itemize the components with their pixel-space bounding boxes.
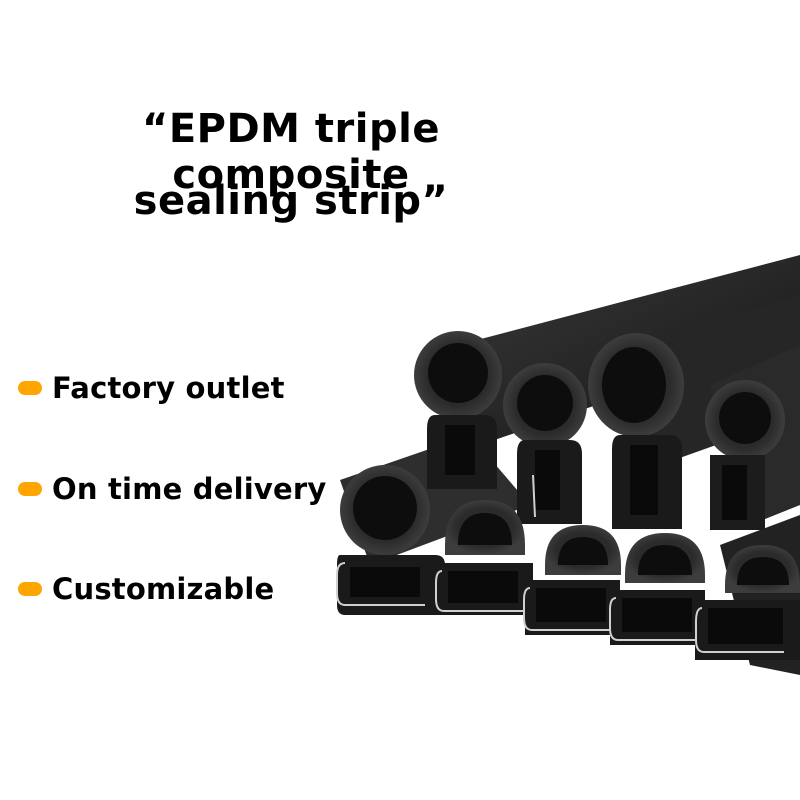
headline-line-1: “EPDM triple composite	[142, 106, 440, 198]
feature-label: On time delivery	[52, 472, 327, 506]
feature-on-time-delivery: On time delivery	[18, 472, 326, 506]
feature-label: Customizable	[52, 572, 275, 606]
rubber-sealing-strips-bundle-icon	[330, 245, 800, 685]
orange-bullet-icon	[18, 582, 42, 596]
feature-label: Factory outlet	[52, 371, 285, 405]
orange-bullet-icon	[18, 381, 42, 395]
orange-bullet-icon	[18, 482, 42, 496]
feature-customizable: Customizable	[18, 572, 274, 606]
feature-factory-outlet: Factory outlet	[18, 371, 285, 405]
headline-line-2: sealing strip”	[133, 178, 449, 224]
